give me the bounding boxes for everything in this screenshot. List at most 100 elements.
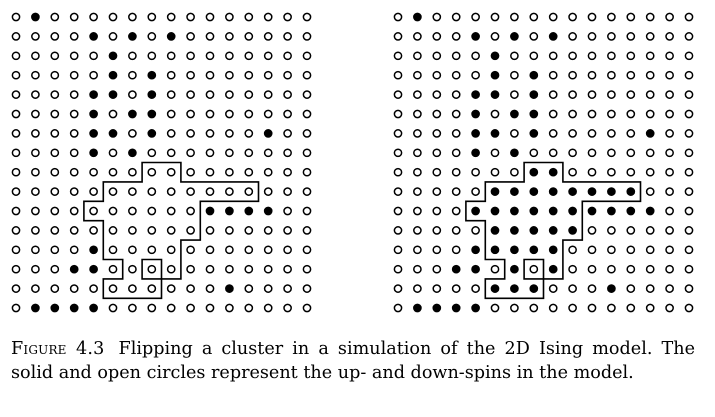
spin-up <box>587 206 597 216</box>
spin-up <box>89 148 98 158</box>
spin-down <box>89 51 98 61</box>
spin-down <box>31 129 40 138</box>
caption-text: Flipping a cluster in a simulation of th… <box>11 339 695 383</box>
spin-up <box>490 245 500 255</box>
spin-down <box>11 167 21 177</box>
spin-down <box>607 70 616 80</box>
spin-down <box>393 70 403 80</box>
spin-down <box>166 167 176 177</box>
spin-down <box>684 226 694 235</box>
spin-down <box>244 90 254 99</box>
spin-up <box>89 32 98 41</box>
spin-up <box>510 187 519 196</box>
spin-down <box>283 90 292 99</box>
spin-down <box>283 51 292 61</box>
spin-down <box>283 109 292 119</box>
spin-up <box>147 90 157 99</box>
spin-down <box>471 226 480 235</box>
spin-down <box>302 148 312 158</box>
spin-down <box>186 51 195 61</box>
spin-down <box>393 32 403 41</box>
spin-down <box>548 90 558 99</box>
spin-down <box>11 303 21 313</box>
spin-down <box>451 90 461 99</box>
spin-down <box>665 70 674 80</box>
spin-down <box>413 167 422 177</box>
spin-down <box>587 226 597 235</box>
spin-down <box>128 206 137 216</box>
spin-up <box>166 32 176 41</box>
spin-up <box>548 167 558 177</box>
spin-down <box>69 206 79 216</box>
spin-up <box>510 245 519 255</box>
spin-down <box>50 129 60 138</box>
spin-down <box>166 206 176 216</box>
spin-down <box>413 32 422 41</box>
spin-down <box>31 264 40 274</box>
spin-down <box>69 148 79 158</box>
spin-down <box>186 206 195 216</box>
spin-down <box>11 70 21 80</box>
spin-up <box>89 109 98 119</box>
spin-up <box>108 129 118 138</box>
spin-down <box>529 12 539 22</box>
spin-down <box>186 303 195 313</box>
spin-down <box>665 167 674 177</box>
spin-down <box>413 90 422 99</box>
spin-down <box>413 51 422 61</box>
spin-down <box>665 245 674 255</box>
spin-down <box>244 129 254 138</box>
spin-down <box>684 12 694 22</box>
spin-down <box>393 303 403 313</box>
spin-up <box>490 226 500 235</box>
spin-down <box>31 109 40 119</box>
spin-up <box>529 129 539 138</box>
spin-down <box>50 284 60 293</box>
spin-down <box>205 167 215 177</box>
spin-down <box>510 303 519 313</box>
spin-down <box>684 32 694 41</box>
spin-up <box>471 148 480 158</box>
spin-up <box>128 109 137 119</box>
spin-down <box>665 187 674 196</box>
spin-down <box>413 284 422 293</box>
spin-down <box>490 303 500 313</box>
spin-down <box>166 303 176 313</box>
spin-up <box>645 129 655 138</box>
spin-down <box>69 70 79 80</box>
spin-up <box>89 245 98 255</box>
spin-down <box>11 32 21 41</box>
spin-down <box>413 206 422 216</box>
spin-down <box>205 148 215 158</box>
spin-down <box>147 206 157 216</box>
spin-down <box>568 264 577 274</box>
spin-up <box>490 129 500 138</box>
spin-down <box>490 12 500 22</box>
spin-down <box>186 226 195 235</box>
spin-down <box>11 12 21 22</box>
spin-down <box>665 109 674 119</box>
spin-down <box>186 167 195 177</box>
spin-down <box>665 32 674 41</box>
spin-down <box>11 129 21 138</box>
figure-label: Figure 4.3 <box>11 339 105 359</box>
spin-down <box>645 51 655 61</box>
spin-down <box>393 129 403 138</box>
spin-down <box>225 148 234 158</box>
spin-down <box>568 303 577 313</box>
spin-down <box>451 284 461 293</box>
spin-down <box>645 70 655 80</box>
spin-down <box>69 51 79 61</box>
spin-down <box>510 70 519 80</box>
spin-down <box>607 167 616 177</box>
spin-down <box>665 226 674 235</box>
spin-down <box>128 129 137 138</box>
spin-down <box>684 51 694 61</box>
spin-up <box>69 303 79 313</box>
spin-down <box>529 303 539 313</box>
spin-down <box>166 187 176 196</box>
spin-down <box>128 70 137 80</box>
spin-down <box>69 187 79 196</box>
spin-down <box>568 284 577 293</box>
spin-down <box>225 187 234 196</box>
